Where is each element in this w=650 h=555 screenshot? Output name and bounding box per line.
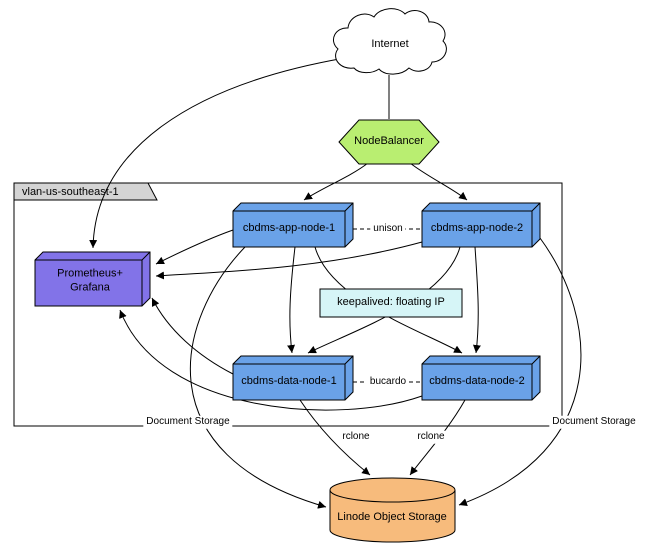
- prometheus-label: Prometheus+ Grafana: [57, 267, 123, 293]
- edge-app2-data2: [472, 246, 481, 354]
- app-node-1-label: cbdms-app-node-1: [242, 222, 336, 235]
- nodebalancer-label: NodeBalancer: [354, 135, 424, 148]
- edge-app1-prometheus: [155, 229, 234, 265]
- rclone-left-edge-label: rclone: [339, 430, 373, 444]
- edge-nodebalancer-app2: [409, 162, 468, 201]
- object-storage-shape: [329, 477, 456, 543]
- edge-app1-data1: [287, 246, 296, 354]
- app-node-2-label: cbdms-app-node-2: [430, 222, 524, 235]
- edge-data2-prometheus: [119, 309, 423, 411]
- edge-app2-prometheus: [155, 241, 423, 280]
- keepalived-label: keepalived: floating IP: [337, 296, 445, 309]
- nodebalancer-shape: [338, 119, 440, 165]
- edges-layer: [89, 57, 582, 509]
- unison-edge-label: unison: [370, 222, 406, 236]
- keepalived-shape: [319, 288, 463, 318]
- prometheus-shape: [34, 251, 151, 307]
- data-node-2-label: cbdms-data-node-2: [429, 375, 525, 388]
- edge-data1-storage-rclone: [299, 399, 371, 476]
- internet-cloud-shape: [333, 8, 447, 75]
- edge-nodebalancer-app1: [303, 162, 369, 201]
- app-node-1-shape: [232, 202, 354, 248]
- edge-data1-prometheus: [151, 297, 234, 375]
- edge-app1-storage-docstore: [190, 246, 327, 509]
- document-storage-left-label: Document Storage: [143, 415, 233, 429]
- internet-label: Internet: [371, 38, 409, 51]
- vlan-cluster-label: vlan-us-southeast-1: [22, 186, 119, 198]
- edge-app2-storage-docstore: [458, 237, 582, 507]
- vlan-cluster-tab: [13, 182, 158, 201]
- data-node-1-label: cbdms-data-node-1: [241, 375, 337, 388]
- edge-internet-prometheus: [89, 57, 346, 249]
- vlan-cluster-boundary: [13, 182, 563, 427]
- data-node-2-shape: [421, 355, 541, 401]
- bucardo-edge-label: bucardo: [366, 375, 410, 389]
- data-node-1-shape: [232, 355, 354, 401]
- object-storage-label: Linode Object Storage: [337, 511, 447, 524]
- document-storage-right-label: Document Storage: [549, 415, 639, 429]
- rclone-right-edge-label: rclone: [414, 430, 448, 444]
- app-node-2-shape: [421, 202, 541, 248]
